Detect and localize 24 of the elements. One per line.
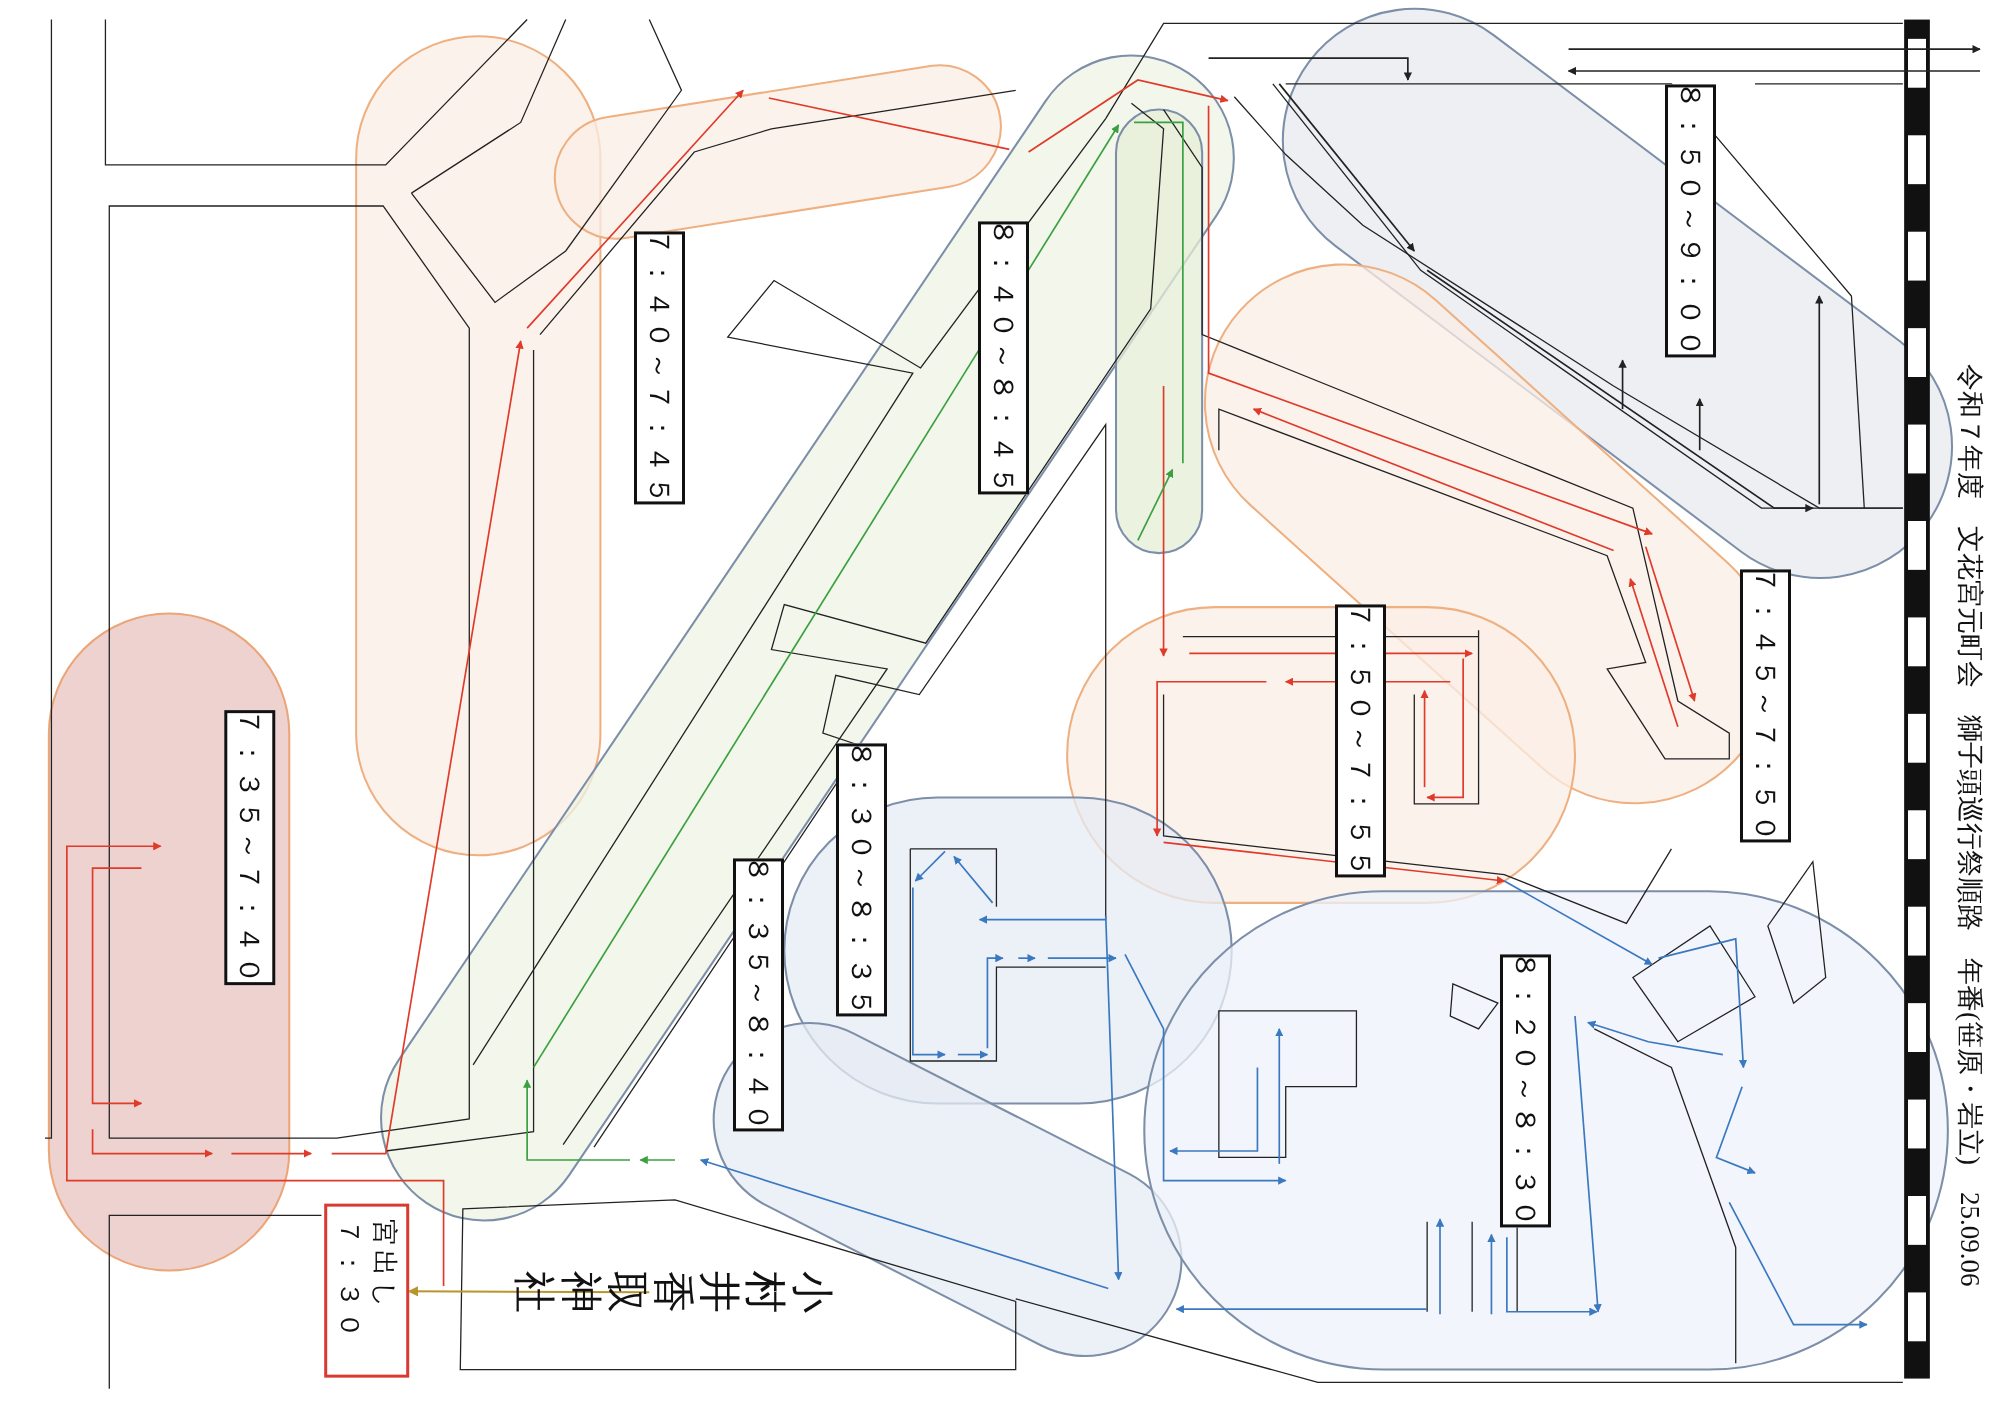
time-box	[732, 858, 785, 1132]
time-box	[1739, 569, 1791, 843]
time-text: ７：３５～７：４０	[233, 707, 267, 987]
departure-label: 宮出し	[368, 1219, 400, 1314]
time-box	[835, 743, 888, 1016]
time-box	[1499, 954, 1551, 1227]
time-text: ７：４５～７：５０	[1749, 566, 1783, 846]
time-text: ７：５０～７：５５	[1344, 601, 1378, 881]
time-box	[1665, 84, 1717, 358]
time-box	[223, 709, 276, 985]
time-text: ８：４０～８：４５	[986, 217, 1020, 497]
time-text: ８：３０～８：３５	[845, 739, 879, 1019]
shrine-name: 小村井香取神社	[510, 1271, 835, 1314]
arrow	[407, 1286, 650, 1297]
time-text: ８：５０～９：００	[1674, 81, 1708, 361]
title: 令和７年度 文花宮元町会 獅子頭巡行祭順路 年番(笹原・岩立) 25.09.06	[1953, 364, 1986, 1287]
departure-box	[324, 1204, 409, 1378]
time-text: ８：２０～８：３０	[1508, 950, 1542, 1230]
time-text: ８：３５～８：４０	[742, 855, 776, 1135]
time-box	[1334, 604, 1386, 877]
time-box	[633, 231, 686, 504]
time-text: ７：３０	[333, 1219, 365, 1344]
time-box	[977, 221, 1029, 494]
time-text: ７：４０～７：４５	[643, 228, 677, 508]
